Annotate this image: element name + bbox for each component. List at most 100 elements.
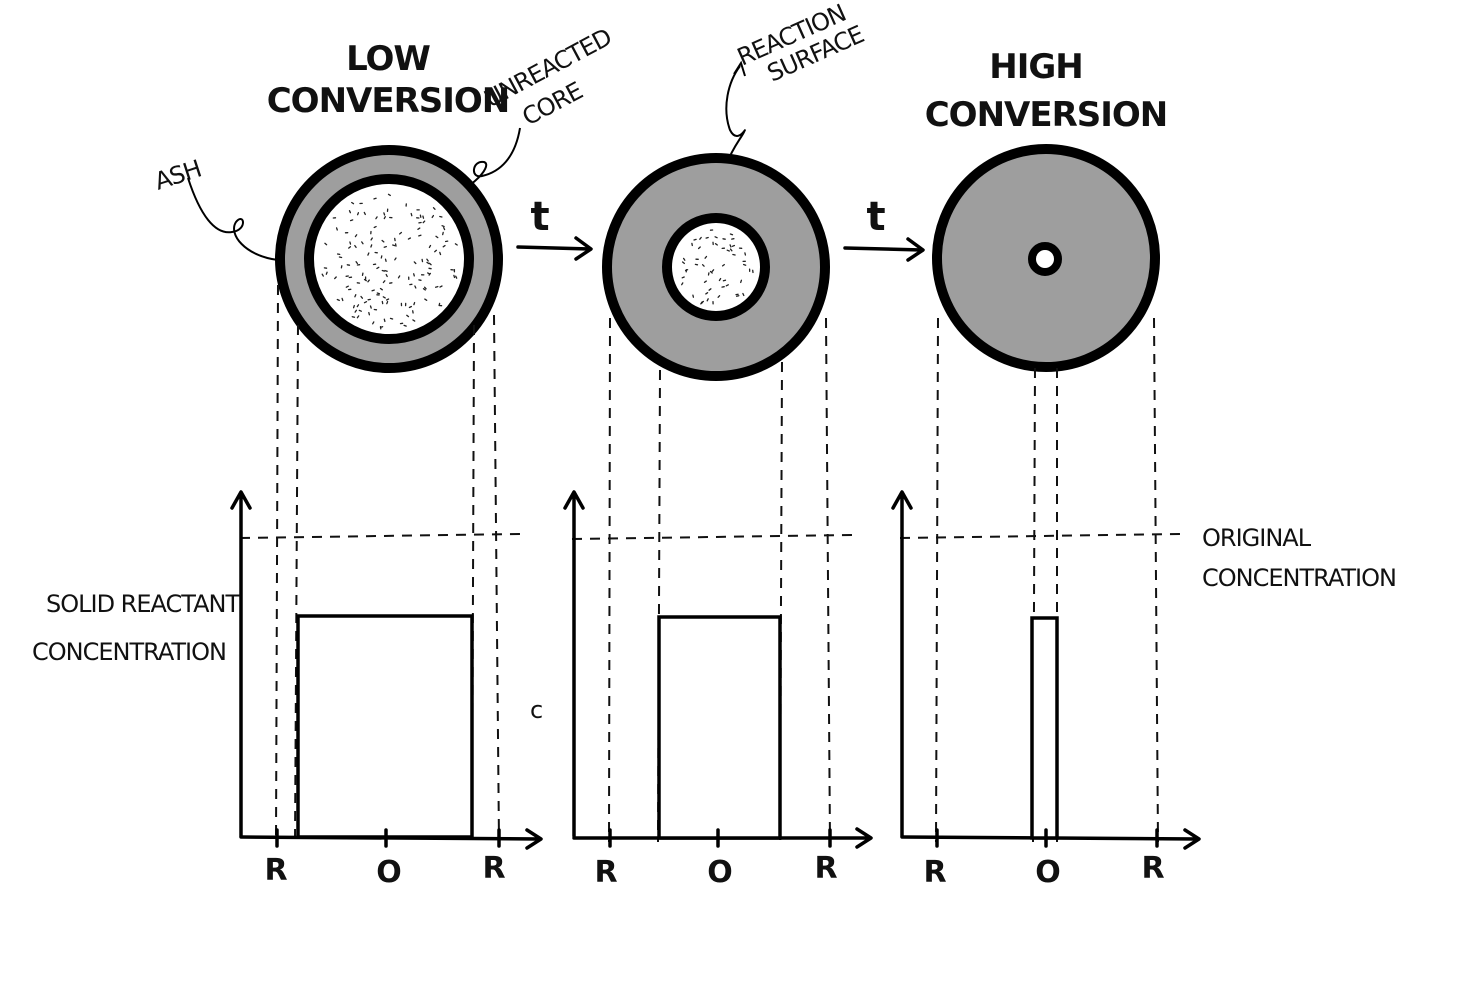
speckle-dot [383,318,386,323]
speckle-dot [392,244,396,247]
speckle-dot [705,236,709,239]
speckle-dot [699,236,702,240]
speckle-dot [742,263,747,266]
speckle-dot [413,301,416,306]
particle-intermediate-conversion [602,153,830,381]
speckle-dot [412,319,416,322]
speckle-dot [700,301,704,305]
speckle-dot [428,244,432,249]
time-arrow-label: t [530,194,549,240]
speckle-dot [729,233,734,236]
speckle-dot [422,220,426,224]
high-conversion-title-line2: CONVERSION [925,95,1168,135]
speckle-dot [711,269,715,273]
speckle-dot [367,279,370,283]
original-concentration-line [239,533,1181,540]
speckle-dot [335,227,338,231]
speckle-dot [376,292,381,295]
speckle-dot [325,271,328,275]
speckle-dot [729,248,733,252]
speckle-dot [704,255,708,259]
speckle-dot [349,219,354,222]
speckle-dot [428,262,432,266]
speckle-dot [442,231,444,236]
speckle-dot [354,309,358,313]
speckle-dot [424,298,428,301]
speckle-dot [413,273,415,277]
speckle-dot [348,210,352,214]
speckle-dot [681,282,684,286]
speckle-dot [386,300,389,305]
speckle-dot [682,257,686,261]
original-concentration-label-line1: ORIGINAL [1202,524,1312,552]
speckle-dot [381,239,385,243]
speckle-dot [399,231,403,235]
speckle-dot [735,295,740,297]
speckle-dot [363,301,368,304]
speckle-dot [334,276,337,280]
speckle-dot [370,237,373,241]
low-conversion-title-line1: LOW [346,39,430,79]
speckle-dot [372,321,375,325]
speckle-dot [453,274,456,279]
speckle-dot [714,236,718,239]
concentration-plot-high: R O R [891,490,1201,890]
tick-label-o: O [376,855,402,890]
speckle-dot [422,288,426,291]
speckle-dot [354,244,357,249]
speckle-dot [722,279,727,282]
speckle-dot [397,275,401,279]
stray-mark: c [530,696,542,724]
speckle-dot [371,289,375,292]
speckle-dot [382,296,386,299]
speckle-dot [348,246,352,249]
unreacted-core [304,174,474,344]
speckle-dot [742,292,745,297]
y-axis [891,490,913,838]
speckle-dot [454,243,458,246]
core-speckles [681,229,754,305]
speckle-dot [714,243,718,246]
speckle-dot [435,235,439,239]
speckle-dot [697,246,701,250]
speckle-dot [406,314,410,318]
low-conversion-title-line2: CONVERSION [267,81,510,121]
y-axis [230,490,252,838]
speckle-dot [721,263,725,267]
speckle-dot [354,294,357,298]
speckle-dot [355,261,359,265]
speckle-dot [385,298,390,301]
speckle-dot [422,215,425,219]
speckle-dot [442,244,446,248]
speckle-dot [370,244,373,248]
speckle-dot [692,294,695,298]
speckle-dot [423,286,427,290]
speckle-dot [731,244,736,247]
speckle-dot [383,212,386,216]
speckle-dot [439,251,442,256]
reactant-concentration-bar [657,615,782,840]
tick-label-o: O [707,855,733,890]
speckle-dot [363,211,366,216]
speckle-dot [443,226,446,231]
unreacted-core [662,213,770,321]
speckle-dot [356,212,360,216]
speckle-dot [375,216,378,220]
speckle-dot [413,261,417,265]
speckle-dot [426,258,429,262]
ash-label: ASH [151,155,204,196]
speckle-dot [709,270,713,274]
concentration-plot-intermediate: R O R [563,490,873,890]
speckle-dot [341,297,344,302]
unreacted-core [1028,242,1062,276]
speckle-dot [428,272,432,276]
speckle-dot [708,288,712,291]
speckle-dot [373,225,377,229]
y-axis-label-line1: SOLID REACTANT [46,590,240,618]
speckle-dot [410,212,413,217]
speckle-dot [744,252,747,256]
speckle-dot [740,279,743,284]
speckle-dot [387,193,391,197]
tick-label-o: O [1035,855,1061,890]
time-arrow [843,237,925,262]
